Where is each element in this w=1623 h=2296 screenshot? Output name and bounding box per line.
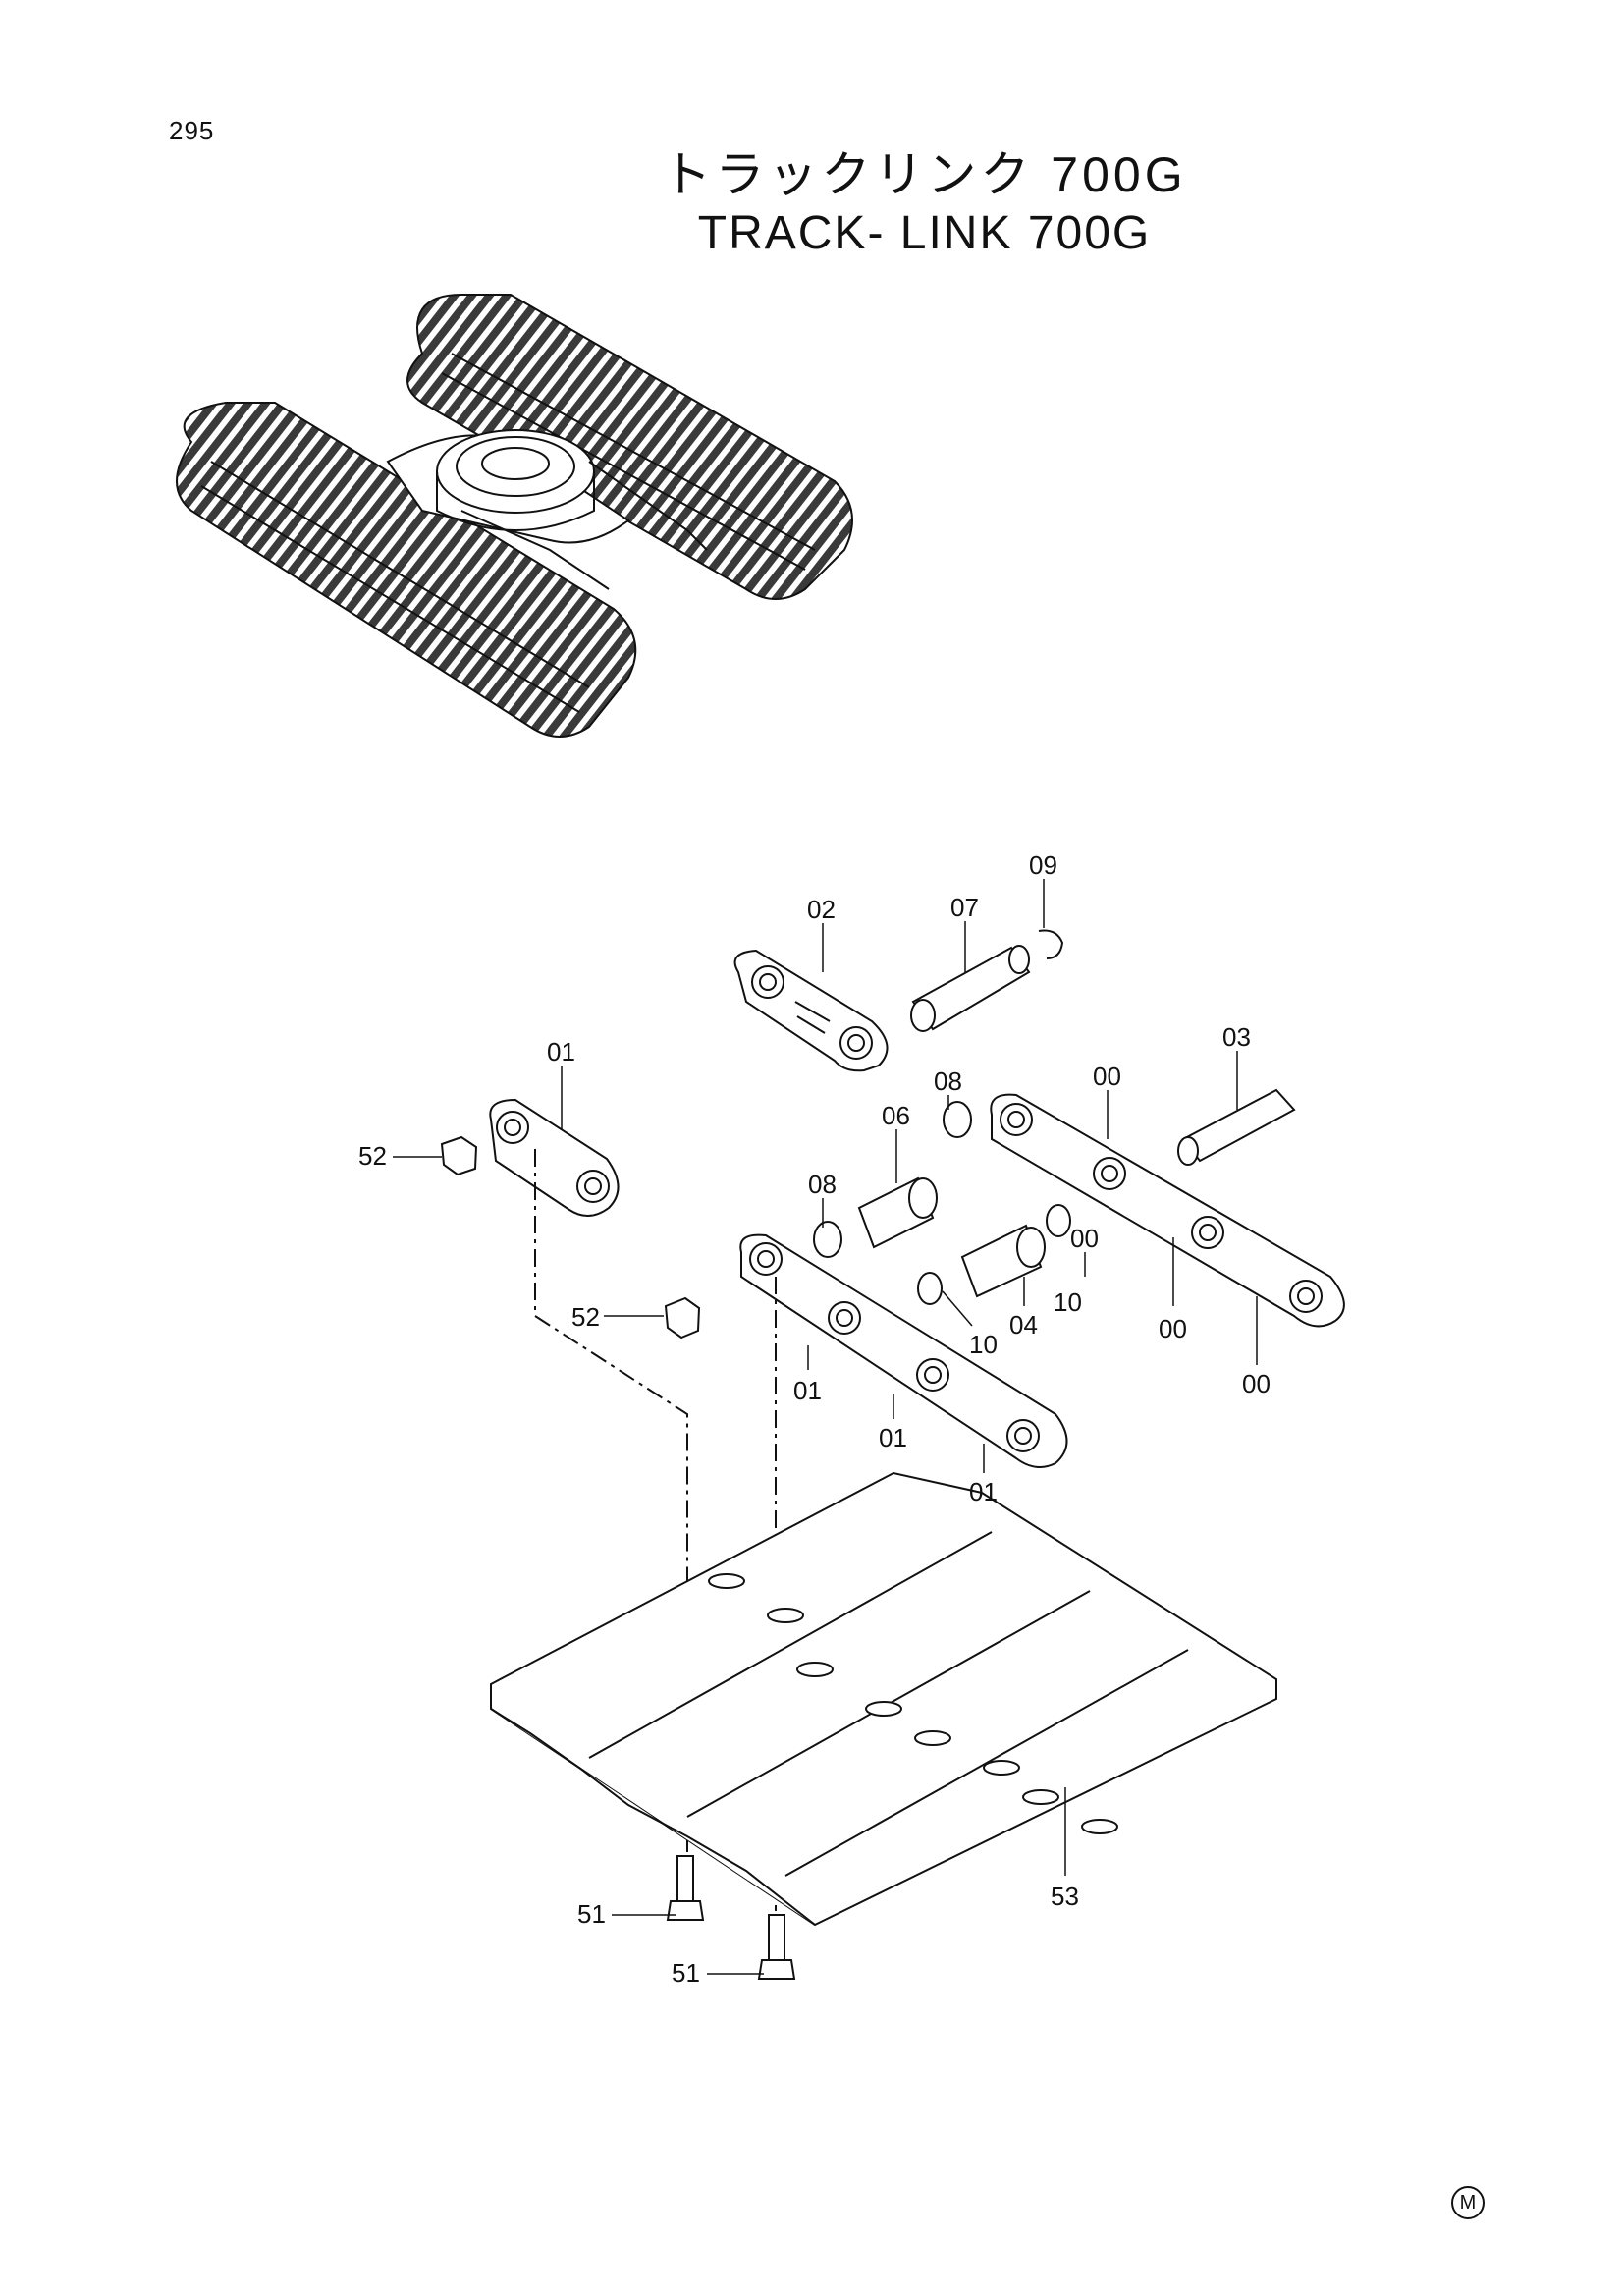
- exploded-parts: [440, 929, 1345, 1980]
- callout-labels: 09 02 07 01 03 00 08 52 06 08 00 10 04 0…: [358, 850, 1271, 1988]
- seal-08-lower: [813, 1221, 842, 1258]
- callout-00-top: 00: [1093, 1062, 1121, 1091]
- callout-51-right: 51: [672, 1958, 700, 1988]
- callout-02: 02: [807, 895, 836, 924]
- page-number: 295: [169, 116, 215, 145]
- callout-07: 07: [950, 893, 979, 922]
- callout-01-lower: 01: [879, 1423, 907, 1452]
- corner-mark: M: [1451, 2186, 1485, 2219]
- callout-51-left: 51: [577, 1899, 606, 1929]
- callout-01-bottom: 01: [969, 1477, 998, 1506]
- callout-09: 09: [1029, 850, 1057, 880]
- master-pin-07: [910, 945, 1031, 1032]
- callout-10-lower: 10: [969, 1330, 998, 1359]
- link-chain-01: [739, 1233, 1068, 1468]
- callout-52-top: 52: [358, 1141, 387, 1171]
- master-link-02: [733, 949, 889, 1072]
- ring-10-lower: [917, 1272, 943, 1305]
- callout-06: 06: [882, 1101, 910, 1130]
- title-english: TRACK- LINK 700G: [697, 207, 1152, 259]
- link-chain-00: [990, 1093, 1345, 1328]
- title-japanese: トラックリンク 700G: [662, 147, 1187, 202]
- leader-lines: [393, 879, 1258, 1975]
- link-01-top: [489, 1098, 620, 1217]
- pin-03: [1177, 1088, 1296, 1166]
- callout-03: 03: [1222, 1022, 1251, 1052]
- callout-53: 53: [1051, 1882, 1079, 1911]
- ring-10-upper: [1046, 1204, 1071, 1237]
- seal-08-upper: [943, 1101, 972, 1138]
- snap-ring-09: [1038, 929, 1064, 959]
- nut-52-top: [440, 1135, 478, 1176]
- callout-04: 04: [1009, 1310, 1038, 1339]
- callout-01-mid: 01: [793, 1376, 822, 1405]
- bushing-06: [857, 1176, 938, 1249]
- callout-10-upper: 10: [1054, 1287, 1082, 1317]
- title-block: トラックリンク 700G TRACK- LINK 700G: [0, 145, 1623, 263]
- track-shoes-53: [490, 1471, 1277, 1927]
- bolt-51-right: [757, 1914, 796, 1980]
- undercarriage-illustration: [176, 294, 853, 738]
- callout-01-top: 01: [547, 1037, 575, 1066]
- callout-00-right: 00: [1242, 1369, 1271, 1398]
- callout-08-lower: 08: [808, 1170, 837, 1199]
- bolt-51-left: [666, 1855, 705, 1921]
- callout-52-mid: 52: [571, 1302, 600, 1332]
- callout-00-lower: 00: [1159, 1314, 1187, 1343]
- bushing-04: [960, 1224, 1046, 1298]
- callout-00-mid: 00: [1070, 1224, 1099, 1253]
- nut-52-mid: [664, 1296, 701, 1339]
- callout-08-upper: 08: [934, 1066, 962, 1096]
